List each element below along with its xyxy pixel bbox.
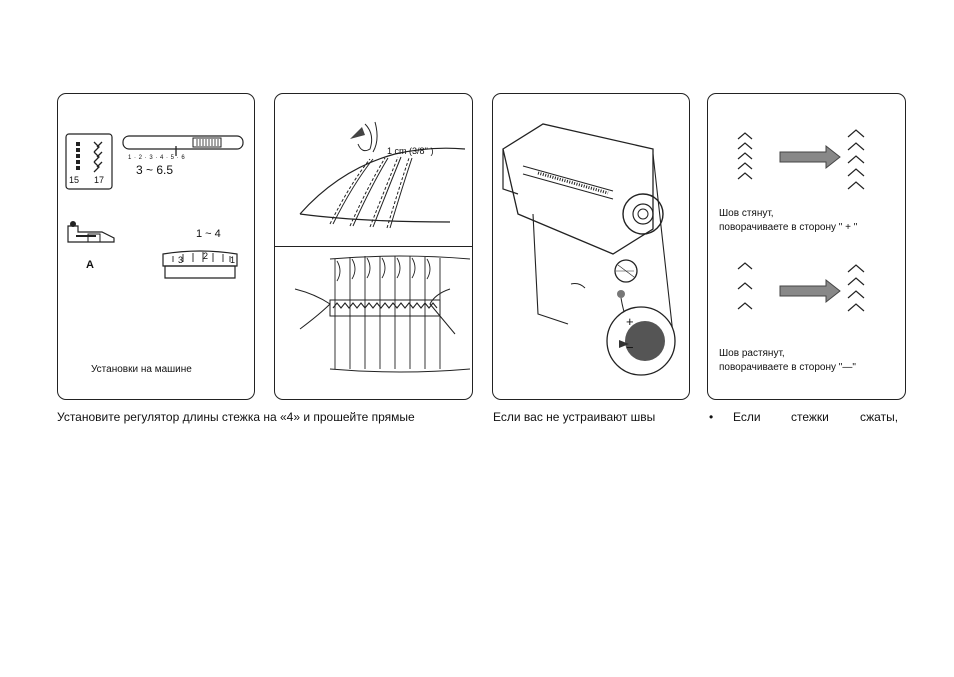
- tension-range: 1 ~ 4: [196, 228, 221, 240]
- case-loose-instruction: поворачиваете в сторону "—": [719, 362, 856, 374]
- caption-col3-word2: стежки: [791, 410, 829, 424]
- tension-dial-3: 3: [178, 254, 183, 266]
- machine-illustration: [493, 94, 690, 400]
- plus-sign: +: [626, 316, 634, 328]
- caption-col3-word1: Если: [733, 410, 761, 424]
- minus-sign: −: [626, 342, 634, 354]
- caption-col2: Если вас не устраивают швы: [493, 410, 655, 424]
- pattern-number-15: 15: [69, 174, 79, 186]
- adjustment-panel: Шов стянут, поворачиваете в сторону " + …: [707, 93, 906, 400]
- tension-dial-2: 2: [203, 250, 208, 262]
- sewing-illustration: [275, 94, 473, 400]
- stitch-length-range: 3 ~ 6.5: [136, 164, 173, 176]
- sewing-panel: 1 cm (3/8'' ): [274, 93, 473, 400]
- case-tight-title: Шов стянут,: [719, 208, 774, 220]
- tension-dial-1: 1: [230, 254, 235, 266]
- panel-divider: [275, 246, 472, 247]
- caption-col1: Установите регулятор длины стежка на «4»…: [57, 410, 415, 424]
- settings-illustration: [58, 94, 255, 400]
- caption-col3-word3: сжаты,: [860, 410, 898, 424]
- pattern-number-17: 17: [94, 174, 104, 186]
- settings-panel: 15 17 1 · 2 · 3 · 4 · 5 · 6 3 ~ 6.5 A 1 …: [57, 93, 255, 400]
- machine-panel: + −: [492, 93, 690, 400]
- case-loose-title: Шов растянут,: [719, 348, 785, 360]
- settings-caption: Установки на машине: [91, 364, 192, 376]
- presser-foot-label: A: [86, 259, 94, 271]
- case-tight-instruction: поворачиваете в сторону " + ": [719, 222, 857, 234]
- seam-allowance-label: 1 cm (3/8'' ): [387, 145, 433, 157]
- caption-col3-bullet: •: [709, 410, 713, 424]
